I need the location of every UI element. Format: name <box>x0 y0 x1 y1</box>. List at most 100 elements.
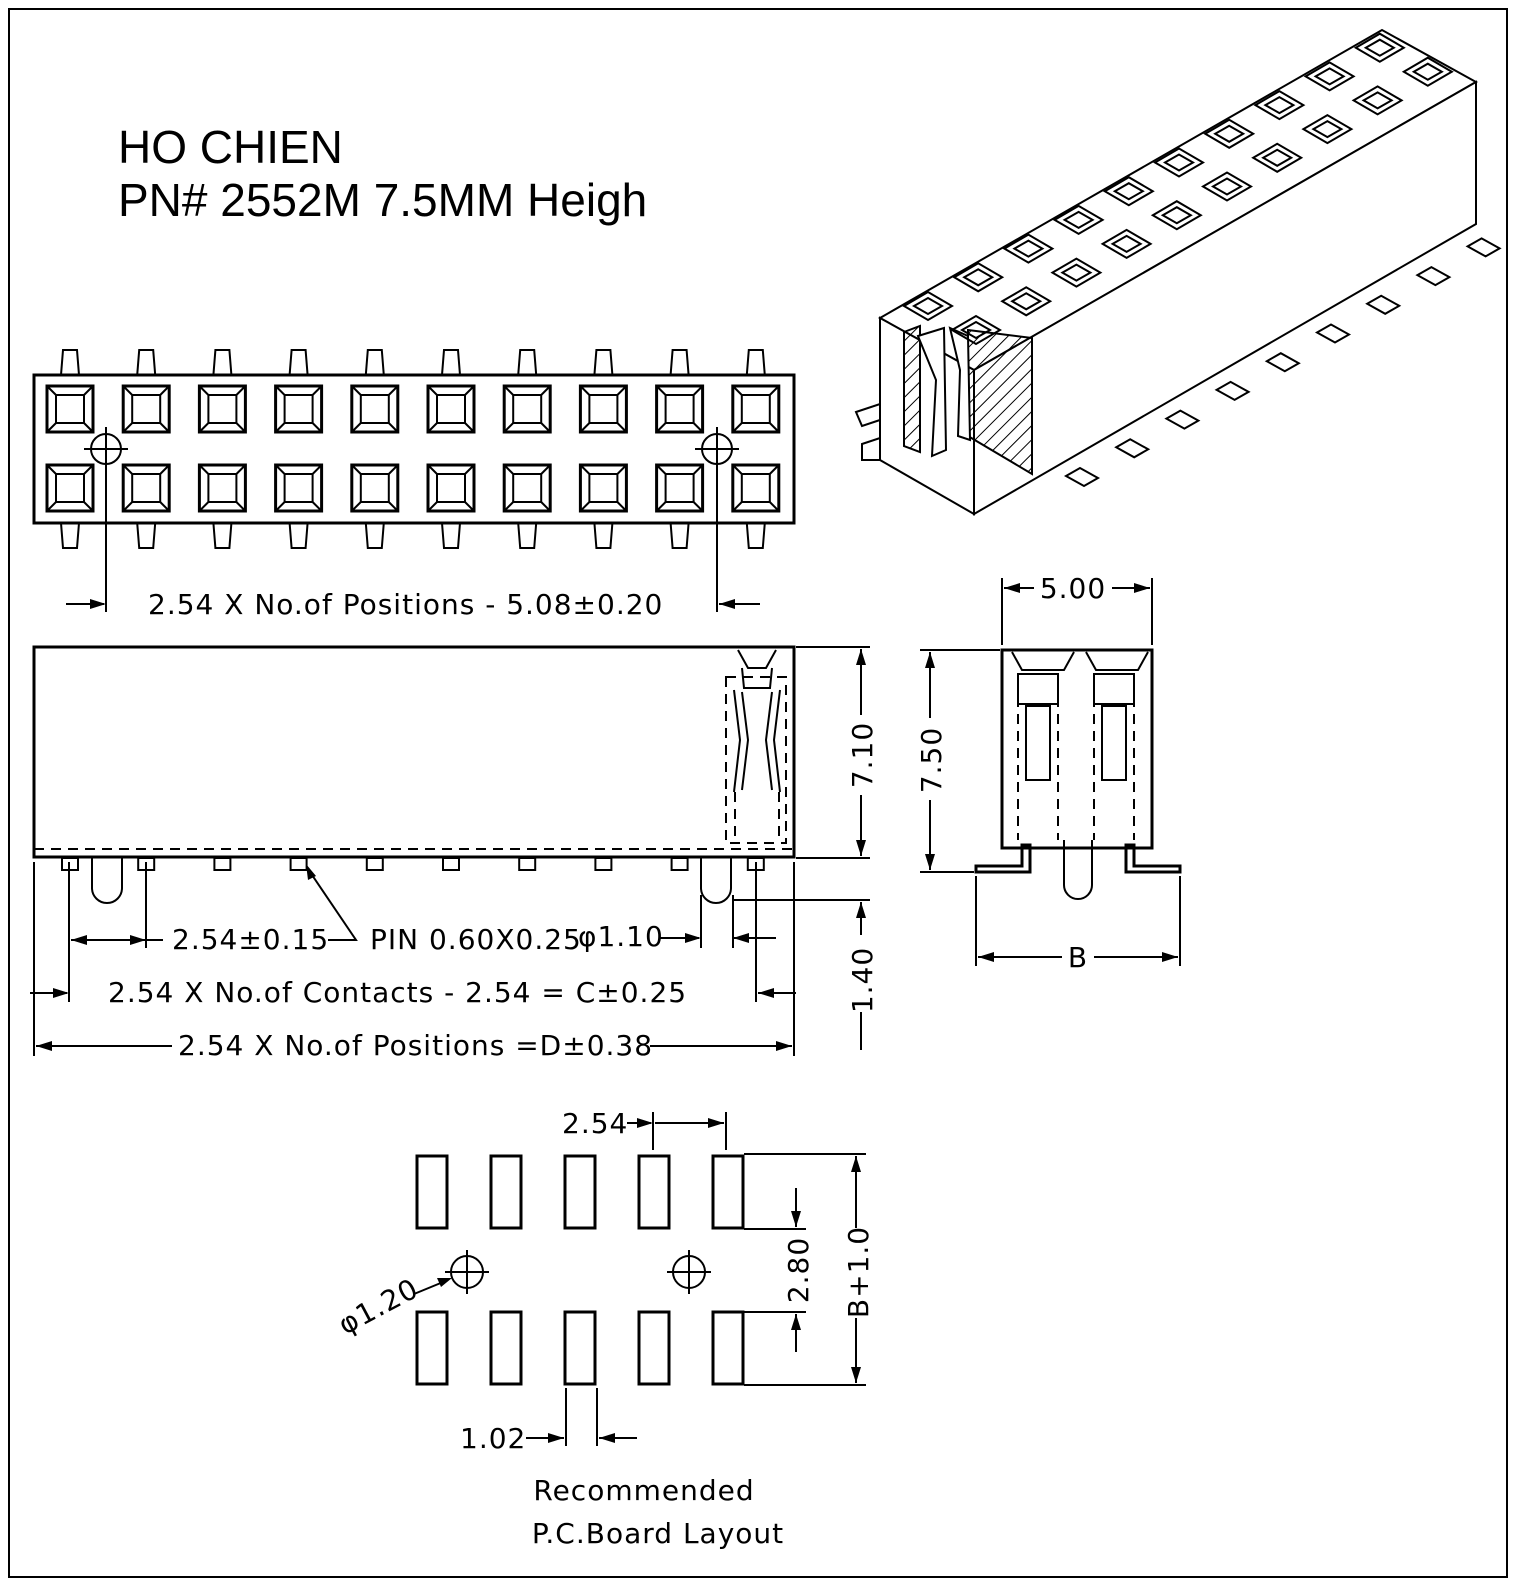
iso-cavity <box>1100 228 1153 260</box>
pcb-pad-top <box>711 1154 745 1230</box>
pcb-pad-top <box>637 1154 671 1230</box>
top-pin <box>136 349 157 376</box>
contact-cavity <box>197 384 247 434</box>
iso-cavity <box>1203 118 1256 149</box>
iso-cavity <box>1102 176 1155 207</box>
top-view-housing <box>32 373 796 525</box>
isometric-cavities <box>902 32 1454 346</box>
top-pin <box>745 349 766 376</box>
contact-cavity <box>655 384 705 434</box>
front-view: 7.10 1.40 2.54±0.15 PIN 0.60X0.25 φ1.10 … <box>30 645 879 1062</box>
left-peg-centermark <box>84 427 128 612</box>
iso-cavity <box>1301 113 1354 145</box>
side-view-width-dimension: 5.00 <box>1040 572 1106 605</box>
pcb-pads <box>415 1154 745 1386</box>
pin-foot <box>670 857 689 871</box>
contact-cavity <box>578 384 628 434</box>
contacts-dimension: 2.54 X No.of Contacts - 2.54 = C±0.25 <box>108 976 687 1009</box>
smt-tail <box>1214 380 1251 402</box>
smt-tail <box>1164 409 1201 430</box>
part-number-title: PN# 2552M 7.5MM Heigh <box>118 174 647 226</box>
foot-span-dimension: B <box>1068 941 1088 974</box>
contact-cavity <box>731 384 781 434</box>
bottom-pin <box>669 522 690 549</box>
bottom-pin <box>745 522 766 549</box>
iso-cavity <box>1000 286 1053 317</box>
bottom-pin <box>60 522 80 549</box>
top-pin <box>212 349 233 376</box>
top-pin <box>593 349 614 376</box>
pcb-pad-top <box>489 1154 523 1230</box>
pin-foot <box>518 857 537 871</box>
pin-foot <box>289 857 308 871</box>
side-view-height-dimension: 7.50 <box>915 727 948 793</box>
iso-cavity <box>1052 204 1105 236</box>
top-pin <box>517 349 538 376</box>
iso-cavity <box>1150 200 1203 231</box>
bottom-pin <box>364 522 385 549</box>
pad-gap-dimension: 2.80 <box>782 1237 815 1303</box>
top-pin <box>364 349 385 376</box>
top-view: 2.54 X No.of Positions - 5.08±0.20 <box>32 349 796 621</box>
right-peg-centermark <box>695 427 739 612</box>
iso-cavity <box>902 290 954 322</box>
bottom-pin <box>593 522 614 549</box>
top-view-position-dimension: 2.54 X No.of Positions - 5.08±0.20 <box>148 588 663 621</box>
pcb-pad-bottom <box>711 1310 745 1386</box>
smt-tail <box>1114 438 1151 459</box>
iso-cavity <box>1002 233 1055 264</box>
iso-cavity <box>950 314 1002 346</box>
iso-cavity <box>952 262 1005 293</box>
pcb-right-hole <box>667 1250 711 1294</box>
manufacturer-title: HO CHIEN <box>118 121 343 173</box>
bottom-pin <box>288 522 309 549</box>
contact-cavity <box>45 384 95 434</box>
pcb-layout: φ1.20 2.54 2.80 B+1.0 1.02 Recommen <box>333 1107 875 1550</box>
top-pin <box>669 349 690 376</box>
iso-cavity <box>1251 142 1304 173</box>
top-view-cavities <box>45 384 781 513</box>
contact-cavity <box>426 384 476 434</box>
pad-span-dimension: B+1.0 <box>842 1226 875 1318</box>
contact-cavity <box>502 463 552 513</box>
pin-height-dimension: 1.40 <box>846 947 879 1013</box>
pcb-pad-bottom <box>489 1310 523 1386</box>
drawing-border <box>8 8 1508 1578</box>
isometric-view <box>854 28 1502 516</box>
peg-diameter-dimension: φ1.10 <box>578 920 664 953</box>
hole-diameter-dimension: φ1.20 <box>333 1272 424 1341</box>
bottom-pin <box>517 522 538 549</box>
pcb-pad-top <box>563 1154 597 1230</box>
bottom-pin <box>212 522 233 549</box>
contact-cavity <box>197 463 247 513</box>
smt-tail <box>1415 265 1452 287</box>
iso-cavity <box>1401 56 1454 87</box>
bottom-pin <box>441 522 461 549</box>
smt-tail <box>1063 466 1101 488</box>
top-pin <box>60 349 80 376</box>
front-view-height-dimension: 7.10 <box>846 722 879 788</box>
iso-cavity <box>1201 171 1253 202</box>
smt-tail <box>1264 352 1301 373</box>
pcb-caption-line1: Recommended <box>533 1474 754 1507</box>
contact-cavity <box>121 463 171 513</box>
front-view-pin-feet <box>61 857 765 871</box>
pcb-left-hole <box>445 1250 489 1294</box>
isometric-smt-tails <box>1063 237 1502 488</box>
smt-tail <box>1314 323 1352 344</box>
contact-cavity <box>274 384 324 434</box>
contact-cavity <box>731 463 781 513</box>
contact-cavity <box>350 384 400 434</box>
pad-width-dimension: 1.02 <box>460 1422 526 1455</box>
pin-foot <box>442 857 460 871</box>
contact-cavity <box>426 463 476 513</box>
pin-foot <box>213 857 232 871</box>
top-pin <box>441 349 461 376</box>
iso-cavity <box>1303 61 1356 92</box>
pcb-pad-top <box>415 1154 449 1230</box>
iso-cavity <box>1253 89 1306 121</box>
side-view-contacts <box>1011 651 1149 900</box>
side-view: 5.00 7.50 B <box>915 572 1182 974</box>
front-view-contact-section <box>725 649 787 844</box>
contact-cavity <box>502 384 552 434</box>
